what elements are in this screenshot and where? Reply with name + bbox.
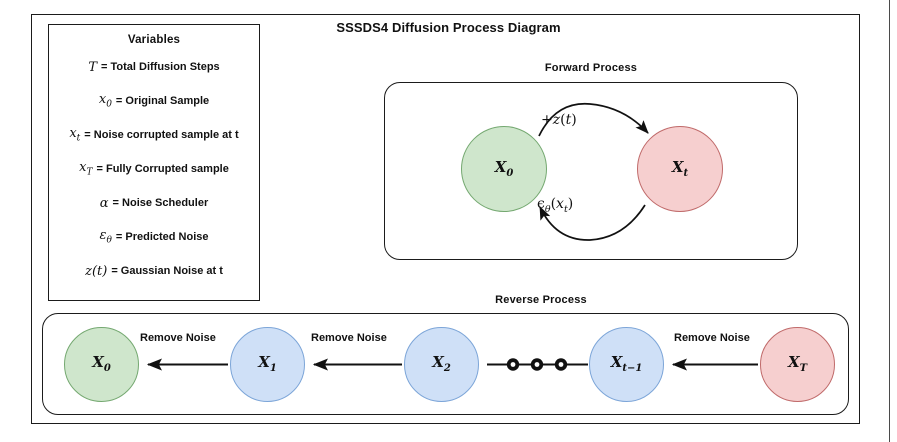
- forward-node-x0-label: X0: [494, 157, 514, 179]
- variable-row-xt: xt = Noise corrupted sample at t: [49, 118, 259, 152]
- page-right-edge: [889, 0, 890, 442]
- variable-row-epsilon-theta: εθ = Predicted Noise: [49, 220, 259, 254]
- variable-definition: = Predicted Noise: [115, 231, 209, 243]
- reverse-process-title: Reverse Process: [495, 294, 587, 306]
- reverse-edge-label-x1-x0: Remove Noise: [140, 332, 216, 344]
- reverse-node-x2-label: X2: [432, 353, 451, 374]
- forward-node-x0[interactable]: X0: [461, 126, 547, 212]
- forward-edge-predicted-noise-label: ϵθ(xt): [537, 196, 574, 215]
- forward-process-title: Forward Process: [544, 62, 638, 74]
- reverse-node-x1[interactable]: X1: [230, 327, 305, 402]
- reverse-node-x1-label: X1: [258, 353, 277, 374]
- variable-symbol: z(t): [85, 263, 108, 279]
- variable-definition: = Noise Scheduler: [112, 197, 209, 209]
- forward-edge-noise-label: +z(t): [541, 112, 577, 128]
- variable-definition: = Fully Corrupted sample: [96, 163, 229, 175]
- reverse-node-xT-label: XT: [787, 353, 808, 374]
- variable-definition: = Noise corrupted sample at t: [84, 129, 239, 141]
- forward-process-box: [384, 82, 798, 260]
- variable-row-xT: xT = Fully Corrupted sample: [49, 152, 259, 186]
- variable-symbol: εθ: [99, 228, 112, 246]
- variable-symbol: x0: [98, 92, 112, 110]
- variable-row-zt: z(t) = Gaussian Noise at t: [49, 254, 259, 288]
- variable-symbol: xT: [79, 160, 93, 178]
- variable-row-alpha: α = Noise Scheduler: [49, 186, 259, 220]
- variables-panel: Variables T = Total Diffusion Steps x0 =…: [48, 24, 260, 301]
- variable-row-T: T = Total Diffusion Steps: [49, 50, 259, 84]
- variables-panel-heading: Variables: [127, 34, 181, 46]
- variable-symbol: T: [88, 59, 97, 75]
- page-title: SSSDS4 Diffusion Process Diagram: [336, 20, 561, 35]
- variable-symbol: α: [99, 195, 109, 211]
- reverse-edge-label-xT-xtm1: Remove Noise: [674, 332, 750, 344]
- variable-definition: = Gaussian Noise at t: [111, 265, 223, 277]
- forward-node-xt[interactable]: Xt: [637, 126, 723, 212]
- reverse-node-x2[interactable]: X2: [404, 327, 479, 402]
- reverse-node-xt-minus-1-label: Xt−1: [610, 353, 643, 374]
- variable-definition: = Original Sample: [115, 95, 210, 107]
- reverse-node-x0-label: X0: [92, 353, 111, 374]
- variable-symbol: xt: [69, 126, 81, 144]
- reverse-node-x0[interactable]: X0: [64, 327, 139, 402]
- variable-definition: = Total Diffusion Steps: [101, 61, 220, 73]
- outer-frame-border: [31, 14, 860, 424]
- reverse-node-xt-minus-1[interactable]: Xt−1: [589, 327, 664, 402]
- reverse-edge-label-x2-x1: Remove Noise: [311, 332, 387, 344]
- forward-node-xt-label: Xt: [671, 157, 689, 179]
- reverse-node-xT[interactable]: XT: [760, 327, 835, 402]
- variable-row-x0: x0 = Original Sample: [49, 84, 259, 118]
